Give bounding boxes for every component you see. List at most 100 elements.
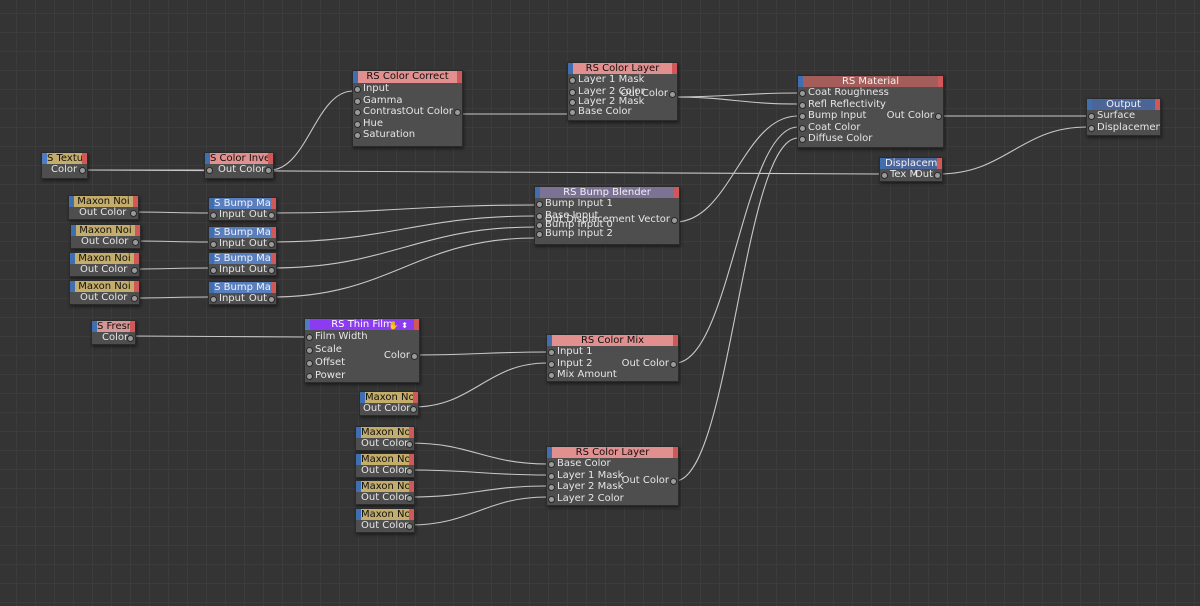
node-header[interactable]: Maxon No — [356, 481, 414, 492]
node-header[interactable]: S Fresn — [92, 321, 135, 332]
output-port[interactable] — [268, 212, 275, 219]
input-port[interactable] — [799, 90, 806, 97]
input-port[interactable] — [210, 241, 217, 248]
input-port[interactable] — [799, 136, 806, 144]
connection-wire[interactable] — [132, 296, 210, 299]
output-port[interactable] — [935, 113, 942, 121]
node-header[interactable]: Displacement — [880, 158, 942, 169]
input-port[interactable] — [354, 120, 361, 128]
input-port[interactable] — [881, 172, 888, 179]
connection-wire[interactable] — [414, 351, 548, 356]
input-port[interactable] — [306, 334, 313, 341]
input-port[interactable] — [548, 372, 555, 380]
node-header[interactable]: RS Bump Blender — [535, 187, 679, 198]
input-port[interactable] — [799, 101, 806, 109]
output-port[interactable] — [132, 239, 139, 246]
input-port[interactable] — [799, 124, 806, 132]
node-header[interactable]: Maxon No — [356, 427, 414, 438]
node-header[interactable]: Maxon No — [360, 392, 418, 403]
connection-wire[interactable] — [938, 126, 1088, 175]
connection-wire[interactable] — [671, 92, 799, 98]
output-port[interactable] — [406, 468, 413, 475]
connection-wire[interactable] — [674, 137, 799, 482]
node-header[interactable]: S Bump Ma — [209, 198, 276, 209]
output-port[interactable] — [454, 109, 461, 117]
input-port[interactable] — [536, 212, 543, 220]
node-header[interactable]: RS Color Layer — [547, 447, 678, 458]
node-header[interactable]: S Textu — [42, 153, 87, 164]
node-header[interactable]: RS Color Correct — [353, 71, 462, 83]
node-header[interactable]: Maxon Noi — [70, 253, 139, 264]
connection-wire[interactable] — [409, 469, 548, 476]
output-port[interactable] — [406, 441, 413, 448]
output-port[interactable] — [670, 360, 677, 368]
input-port[interactable] — [306, 347, 313, 354]
input-port[interactable] — [354, 86, 361, 93]
input-port[interactable] — [354, 97, 361, 105]
input-port[interactable] — [569, 98, 576, 106]
color-correct-node[interactable]: RS Color Correct Input Gamma Contrast Ou… — [352, 70, 463, 147]
color-invert-node[interactable]: S Color Inver Out Color — [204, 152, 274, 179]
output-port[interactable] — [268, 241, 275, 248]
input-port[interactable] — [548, 360, 555, 368]
input-port[interactable] — [354, 132, 361, 140]
node-header[interactable]: Output — [1087, 99, 1160, 110]
output-port[interactable] — [934, 172, 941, 179]
input-port[interactable] — [206, 167, 213, 174]
connection-wire[interactable] — [132, 240, 210, 243]
node-header[interactable]: Maxon No — [356, 509, 414, 520]
maxon-noise-node-3[interactable]: Maxon Noi Out Color — [69, 252, 140, 277]
displacement-node[interactable]: Displacement Tex M Out — [879, 157, 943, 182]
maxon-noise-node-6[interactable]: Maxon No Out Color — [355, 426, 415, 451]
node-header[interactable]: RS Color Layer — [568, 63, 677, 74]
node-header[interactable]: S Bump Ma — [209, 227, 276, 238]
output-port[interactable] — [127, 335, 134, 342]
input-port[interactable] — [536, 230, 543, 238]
connection-wire[interactable] — [132, 267, 210, 270]
output-port[interactable] — [265, 167, 272, 174]
connection-wire[interactable] — [82, 169, 881, 175]
output-port[interactable] — [130, 210, 137, 217]
connection-wire[interactable] — [269, 90, 354, 171]
connection-wire[interactable] — [271, 215, 536, 243]
input-port[interactable] — [536, 221, 543, 229]
connection-wire[interactable] — [271, 204, 536, 214]
fresnel-node[interactable]: S Fresn Color — [91, 320, 136, 345]
input-port[interactable] — [210, 267, 217, 274]
output-port[interactable] — [131, 295, 138, 302]
node-header[interactable]: S Bump Ma — [209, 282, 276, 293]
texture-node[interactable]: S Textu Color — [41, 152, 88, 179]
connection-wire[interactable] — [412, 362, 548, 408]
input-port[interactable] — [210, 212, 217, 219]
maxon-noise-node-4[interactable]: Maxon Noi Out Color — [69, 280, 140, 305]
maxon-noise-node-2[interactable]: Maxon Noi Out Color — [70, 224, 141, 249]
output-port[interactable] — [406, 523, 413, 530]
node-header[interactable]: RS Color Mix — [547, 335, 678, 346]
thin-film-node[interactable]: RS Thin Film ✋ ⬍ Film Width Scale Color … — [304, 318, 420, 383]
input-port[interactable] — [306, 360, 313, 367]
connection-wire[interactable] — [671, 96, 799, 105]
node-header[interactable]: Maxon Noi — [69, 196, 138, 207]
input-port[interactable] — [548, 349, 555, 356]
input-port[interactable] — [1088, 124, 1095, 132]
input-port[interactable] — [354, 109, 361, 117]
connection-wire[interactable] — [130, 335, 306, 338]
input-port[interactable] — [548, 495, 555, 503]
maxon-noise-node-1[interactable]: Maxon Noi Out Color — [68, 195, 139, 220]
output-port[interactable] — [406, 495, 413, 502]
output-port[interactable] — [79, 167, 86, 174]
connection-wire[interactable] — [674, 115, 799, 223]
input-port[interactable] — [569, 108, 576, 116]
input-port[interactable] — [548, 472, 555, 480]
maxon-noise-node-7[interactable]: Maxon No Out Color — [355, 453, 415, 478]
material-node[interactable]: RS Material Coat Roughness Refl Reflecti… — [797, 75, 944, 148]
maxon-noise-node-8[interactable]: Maxon No Out Color — [355, 480, 415, 505]
output-port[interactable] — [131, 267, 138, 274]
input-port[interactable] — [569, 77, 576, 84]
connection-wire[interactable] — [409, 485, 548, 498]
input-port[interactable] — [1088, 113, 1095, 120]
node-header[interactable]: Maxon Noi — [70, 281, 139, 292]
